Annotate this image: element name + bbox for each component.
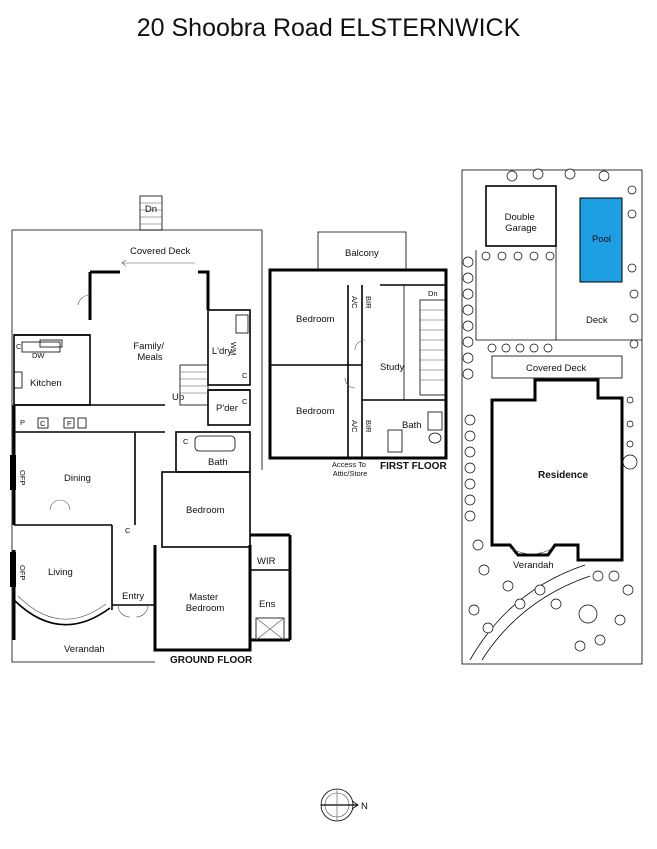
powder-room-label: P'der — [216, 403, 238, 414]
master-bedroom-line-1: Master — [189, 592, 218, 603]
cupboard-label: C — [40, 419, 46, 428]
page-title: 20 Shoobra Road ELSTERNWICK — [136, 14, 521, 42]
stair-icon — [419, 299, 447, 396]
study-label: Study — [380, 362, 405, 373]
ground-floor-caption: GROUND FLOOR — [170, 655, 253, 666]
living-label: Living — [48, 567, 73, 578]
deck-label: Deck — [586, 315, 608, 326]
residence-label: Residence — [538, 470, 588, 481]
compass-north-label: N — [361, 801, 368, 812]
cupboard-label: C — [125, 526, 131, 535]
fridge-label: F — [67, 419, 72, 428]
attic-access-label: Access To Attic/Store — [332, 460, 368, 478]
bir-2-label: BIR — [364, 420, 373, 433]
wm-label: WM — [229, 342, 238, 355]
compass-icon — [320, 788, 359, 822]
dn-label: Dn — [145, 204, 157, 215]
ac-1-label: A/C — [350, 296, 359, 309]
first-floor-dn-label: Dn — [428, 289, 438, 298]
ac-2-label: A/C — [350, 420, 359, 433]
site-covered-deck-label: Covered Deck — [526, 363, 586, 374]
double-garage-line-1: Double — [505, 212, 535, 223]
covered-deck-label: Covered Deck — [130, 246, 190, 257]
ofp-living-label: OFP — [18, 565, 27, 580]
double-garage-label: Double Garage — [505, 212, 538, 234]
site-plan — [461, 169, 643, 665]
bir-1-label: BIR — [364, 296, 373, 309]
bath-label: Bath — [208, 457, 228, 468]
cupboard-label: C — [16, 342, 22, 351]
kitchen-label: Kitchen — [30, 378, 62, 389]
ensuite-label: Ens — [259, 599, 276, 610]
site-verandah-label: Verandah — [513, 560, 554, 571]
laundry-label: L'dry — [212, 346, 233, 357]
ofp-dining-label: OFP — [18, 470, 27, 485]
verandah-label: Verandah — [64, 644, 105, 655]
ground-floor-plan — [10, 195, 292, 663]
family-meals-line-2: Meals — [137, 352, 163, 363]
balcony-label: Balcony — [345, 248, 379, 259]
attic-access-line-2: Attic/Store — [333, 469, 368, 478]
dining-label: Dining — [64, 473, 91, 484]
stair-icon — [179, 364, 209, 406]
cupboard-label: C — [242, 371, 248, 380]
first-floor-caption: FIRST FLOOR — [380, 461, 447, 472]
family-meals-label: Family/ Meals — [133, 341, 166, 363]
wir-label: WIR — [257, 556, 276, 567]
bedroom-label: Bedroom — [186, 505, 225, 516]
tree-icon — [462, 168, 639, 652]
pantry-label: P — [20, 418, 25, 427]
pool-shape — [579, 197, 623, 283]
dw-label: DW — [32, 351, 45, 360]
master-bedroom-line-2: Bedroom — [186, 603, 225, 614]
first-floor-bath-label: Bath — [402, 420, 422, 431]
pool-label: Pool — [592, 234, 611, 245]
up-label: Up — [172, 392, 184, 403]
bedroom-2-label: Bedroom — [296, 406, 335, 417]
cupboard-label: C — [183, 437, 189, 446]
family-meals-line-1: Family/ — [133, 341, 164, 352]
cupboard-label: C — [242, 397, 248, 406]
master-bedroom-label: Master Bedroom — [186, 592, 225, 614]
entry-label: Entry — [122, 591, 144, 602]
double-garage-line-2: Garage — [505, 223, 537, 234]
attic-access-line-1: Access To — [332, 460, 366, 469]
bedroom-1-label: Bedroom — [296, 314, 335, 325]
first-floor-plan — [268, 231, 448, 460]
